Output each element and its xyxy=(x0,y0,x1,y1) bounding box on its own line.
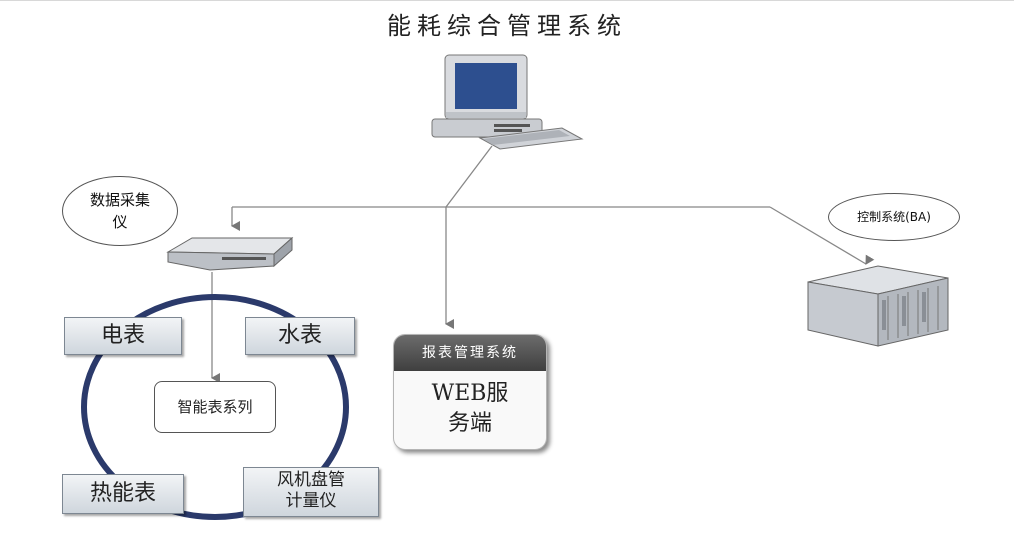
web-server-body: WEB服 务端 xyxy=(394,371,546,439)
data-collector-label-line2: 仪 xyxy=(112,213,128,231)
diagram-title: 能耗综合管理系统 xyxy=(387,12,627,40)
data-collector-bubble: 数据采集 仪 xyxy=(62,176,178,246)
web-server-line2: 务端 xyxy=(447,411,492,436)
smart-meter-series-box: 智能表系列 xyxy=(154,381,276,433)
fan-coil-label-line2: 计量仪 xyxy=(285,491,337,511)
data-collector-device-icon xyxy=(166,236,294,271)
smart-meter-series-label: 智能表系列 xyxy=(177,398,253,416)
ba-cabinet-icon xyxy=(807,265,949,347)
electric-meter-label: 电表 xyxy=(100,323,145,348)
control-system-bubble: 控制系统(BA) xyxy=(828,193,960,241)
heat-meter-label: 热能表 xyxy=(89,481,156,506)
control-system-label: 控制系统(BA) xyxy=(857,210,931,224)
electric-meter-box: 电表 xyxy=(64,317,182,355)
water-meter-box: 水表 xyxy=(245,317,355,355)
computer-icon xyxy=(431,54,584,150)
fan-coil-meter-box: 风机盘管 计量仪 xyxy=(243,467,379,517)
top-divider xyxy=(0,0,1014,1)
fan-coil-label-line1: 风机盘管 xyxy=(277,470,345,490)
web-server-panel: 报表管理系统 WEB服 务端 xyxy=(393,334,547,450)
data-collector-label-line1: 数据采集 xyxy=(89,191,150,209)
web-server-line1: WEB服 xyxy=(431,381,509,406)
heat-meter-box: 热能表 xyxy=(62,474,184,514)
water-meter-label: 水表 xyxy=(277,323,322,348)
meter-ring xyxy=(81,294,349,520)
report-system-header: 报表管理系统 xyxy=(394,335,546,371)
